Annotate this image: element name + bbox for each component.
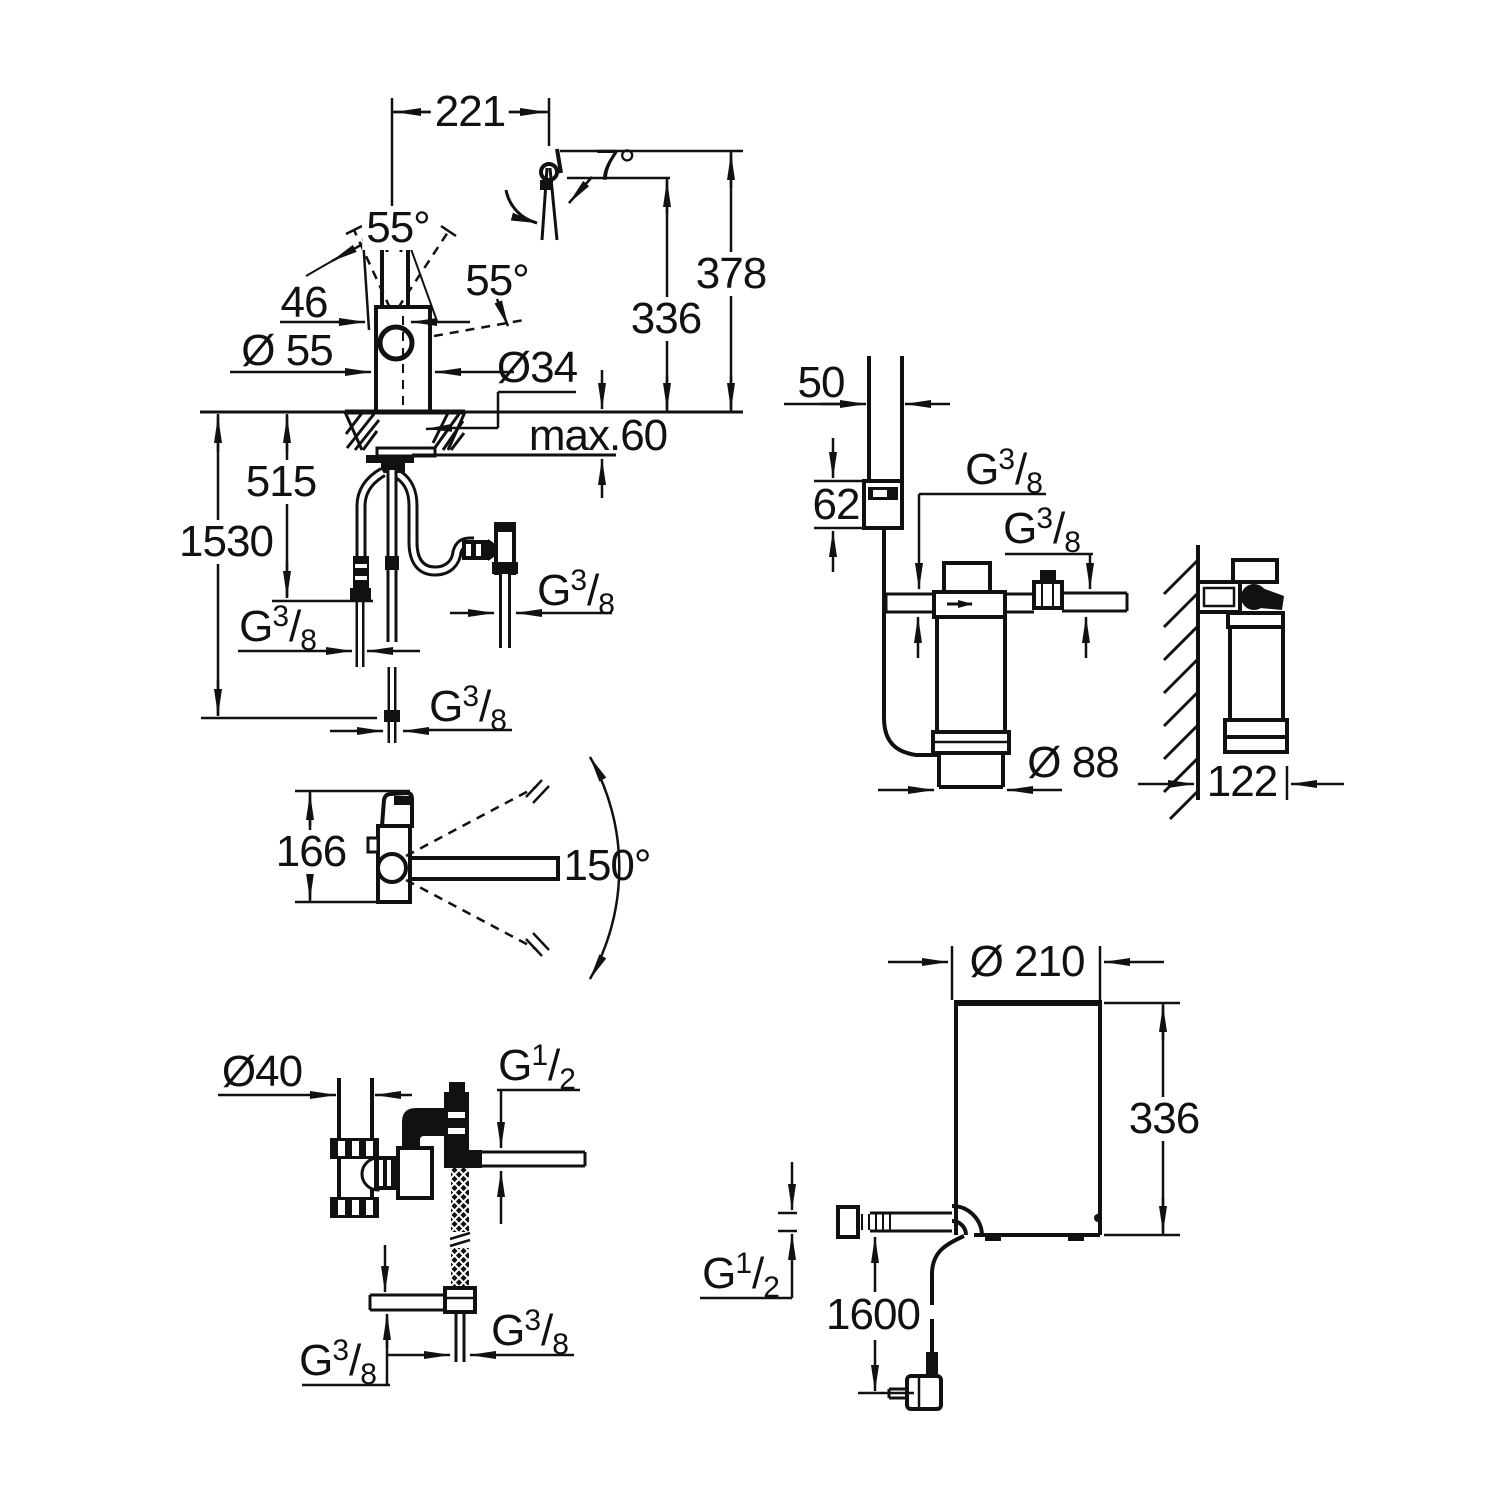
dim-336-boiler: 336 (1124, 1097, 1204, 1141)
dim-g38-assembly-pipe: G3/8 (299, 1334, 377, 1391)
dim-55deg-lever-back: 55° (362, 206, 434, 250)
dim-336-faucet: 336 (626, 297, 706, 341)
dim-378: 378 (691, 252, 771, 296)
dim-g38-hose-left: G3/8 (239, 600, 317, 657)
dim-122: 122 (1206, 757, 1278, 806)
dim-221: 221 (430, 90, 510, 134)
figure-filter-unit (784, 356, 1129, 794)
figure-faucet-front-view (200, 98, 743, 743)
figure-filter-wall-mounted (1138, 545, 1344, 821)
dim-g38-check-valve: G3/8 (537, 564, 615, 621)
dim-dia40: Ø40 (221, 1047, 303, 1096)
dim-1600: 1600 (826, 1290, 921, 1339)
dim-g38-filter-inlet: G3/8 (965, 443, 1043, 500)
dim-g38-center-hose: G3/8 (429, 680, 507, 737)
dim-dia210: Ø 210 (969, 937, 1086, 986)
dim-g12-tee: G1/2 (498, 1039, 576, 1096)
dim-g38-filter-outlet: G3/8 (1003, 502, 1081, 559)
dim-g38-assembly-hose: G3/8 (491, 1304, 569, 1361)
dim-62: 62 (812, 480, 861, 529)
dim-50: 50 (797, 358, 846, 407)
dim-dia34: Ø34 (496, 343, 578, 392)
dim-150deg: 150° (563, 841, 651, 890)
dim-7deg: 7° (594, 141, 636, 190)
figure-boiler-tank (700, 946, 1180, 1411)
dim-166: 166 (271, 830, 351, 874)
dim-515: 515 (241, 460, 321, 504)
figure-faucet-top-view (295, 756, 621, 980)
figure-connection-fitting (218, 1078, 587, 1387)
dim-1530: 1530 (175, 520, 277, 564)
dim-dia88: Ø 88 (1027, 738, 1119, 787)
dim-g12-boiler-inlet: G1/2 (702, 1247, 780, 1304)
dim-max60: max.60 (528, 411, 668, 460)
dim-55deg-lever-front: 55° (465, 256, 530, 305)
dim-dia55: Ø 55 (241, 326, 333, 375)
dim-46: 46 (280, 278, 329, 327)
